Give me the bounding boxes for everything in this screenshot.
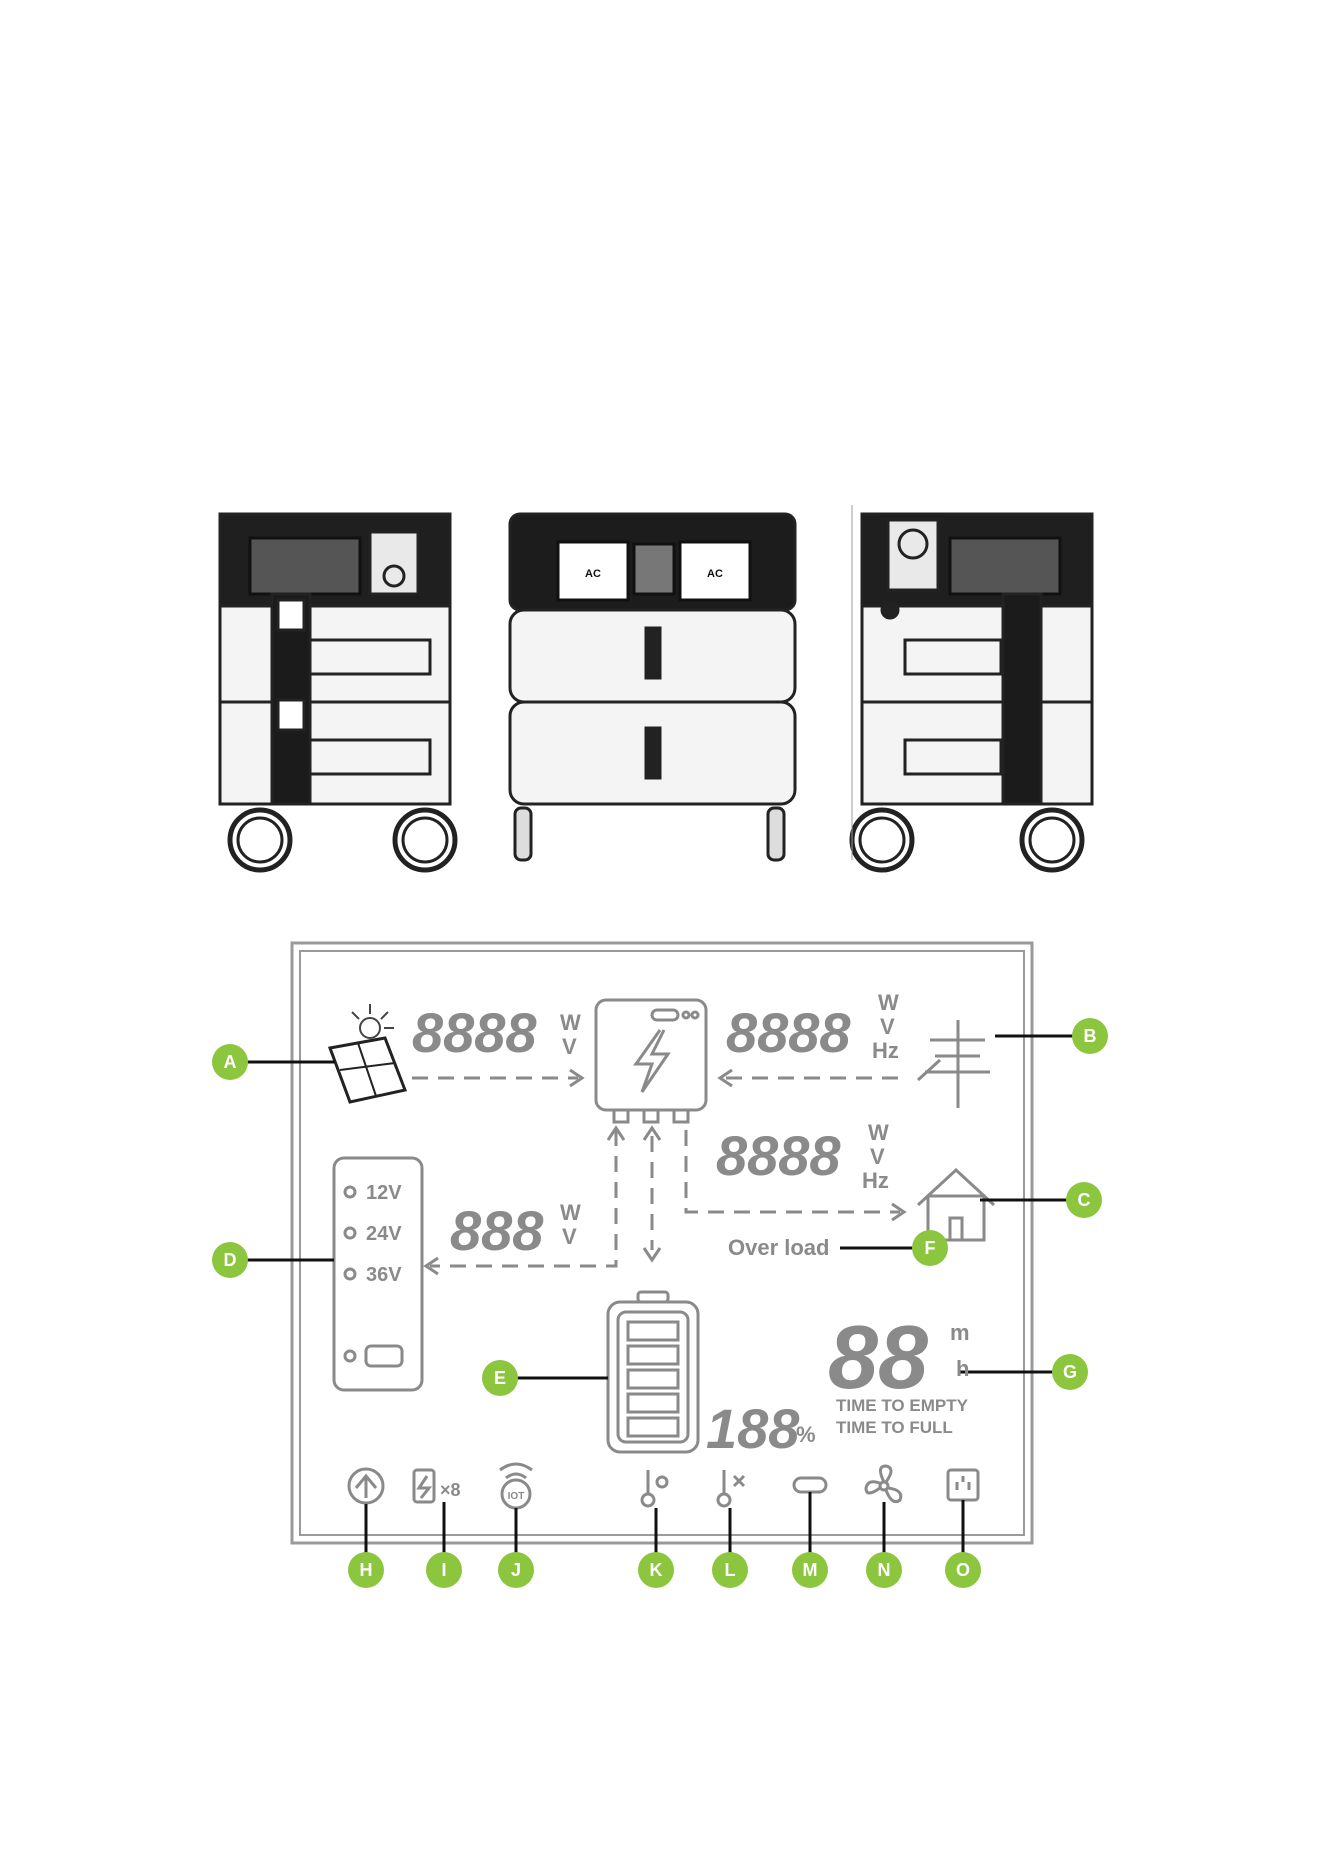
battery-icon	[608, 1292, 698, 1452]
front-view	[510, 514, 795, 860]
callout-d: D	[224, 1250, 237, 1270]
voltage-24v: 24V	[366, 1223, 402, 1245]
lcd-diagram: ×8 IOT	[0, 930, 1324, 1630]
battery-pack-count-icon	[414, 1470, 434, 1502]
callout-h: H	[360, 1560, 373, 1580]
callout-n: N	[878, 1560, 891, 1580]
front-left-port-label: AC	[585, 568, 601, 580]
grid-unit-hz: Hz	[872, 1038, 899, 1063]
usb-c-icon	[794, 1478, 826, 1492]
time-unit-m: m	[950, 1320, 970, 1345]
callout-b: B	[1084, 1026, 1097, 1046]
product-views: AC AC	[0, 0, 1324, 880]
grid-unit-v: V	[880, 1014, 895, 1039]
callout-e: E	[494, 1368, 506, 1388]
solar-unit-v: V	[562, 1034, 577, 1059]
voltage-36v: 36V	[366, 1264, 402, 1286]
time-readout: 88	[828, 1308, 928, 1408]
solar-readout: 8888	[412, 1001, 537, 1064]
callout-o: O	[956, 1560, 970, 1580]
callout-g: G	[1063, 1362, 1077, 1382]
home-unit-hz: Hz	[862, 1168, 889, 1193]
callout-f: F	[925, 1238, 936, 1258]
callout-c: C	[1078, 1190, 1091, 1210]
front-right-port-label: AC	[707, 568, 723, 580]
solar-panel-icon	[330, 1004, 405, 1102]
overload-label: Over load	[728, 1235, 829, 1260]
time-unit-h: h	[956, 1356, 969, 1381]
battery-pack-multiplier: ×8	[440, 1480, 461, 1500]
lightning-bolt-icon	[596, 1000, 706, 1122]
voltage-12v: 12V	[366, 1182, 402, 1204]
callout-l: L	[725, 1560, 736, 1580]
side-view-right	[852, 514, 1092, 870]
dc-unit-v: V	[562, 1224, 577, 1249]
home-readout: 8888	[716, 1124, 841, 1187]
house-icon	[918, 1170, 994, 1240]
battery-readout: 188	[706, 1397, 800, 1460]
side-view-left	[220, 514, 455, 870]
callout-m: M	[803, 1560, 818, 1580]
time-to-empty-label: TIME TO EMPTY	[836, 1396, 969, 1415]
high-temperature-icon	[642, 1470, 667, 1506]
upgrade-arrow-icon	[349, 1469, 383, 1503]
power-pole-icon	[918, 1020, 990, 1108]
battery-unit-pct: %	[796, 1422, 816, 1447]
iot-label: IOT	[508, 1491, 525, 1502]
callout-k: K	[650, 1560, 663, 1580]
grid-readout: 8888	[726, 1001, 851, 1064]
callout-j: J	[511, 1560, 521, 1580]
time-to-full-label: TIME TO FULL	[836, 1418, 953, 1437]
grid-unit-w: W	[878, 990, 899, 1015]
ac-outlet-icon	[948, 1470, 978, 1500]
dc-readout: 888	[450, 1199, 544, 1262]
solar-unit-w: W	[560, 1010, 581, 1035]
dc-unit-w: W	[560, 1200, 581, 1225]
home-unit-v: V	[870, 1144, 885, 1169]
callout-a: A	[224, 1052, 237, 1072]
fan-icon	[866, 1466, 901, 1502]
callout-i: I	[441, 1560, 446, 1580]
low-temperature-icon	[718, 1470, 744, 1506]
home-unit-w: W	[868, 1120, 889, 1145]
